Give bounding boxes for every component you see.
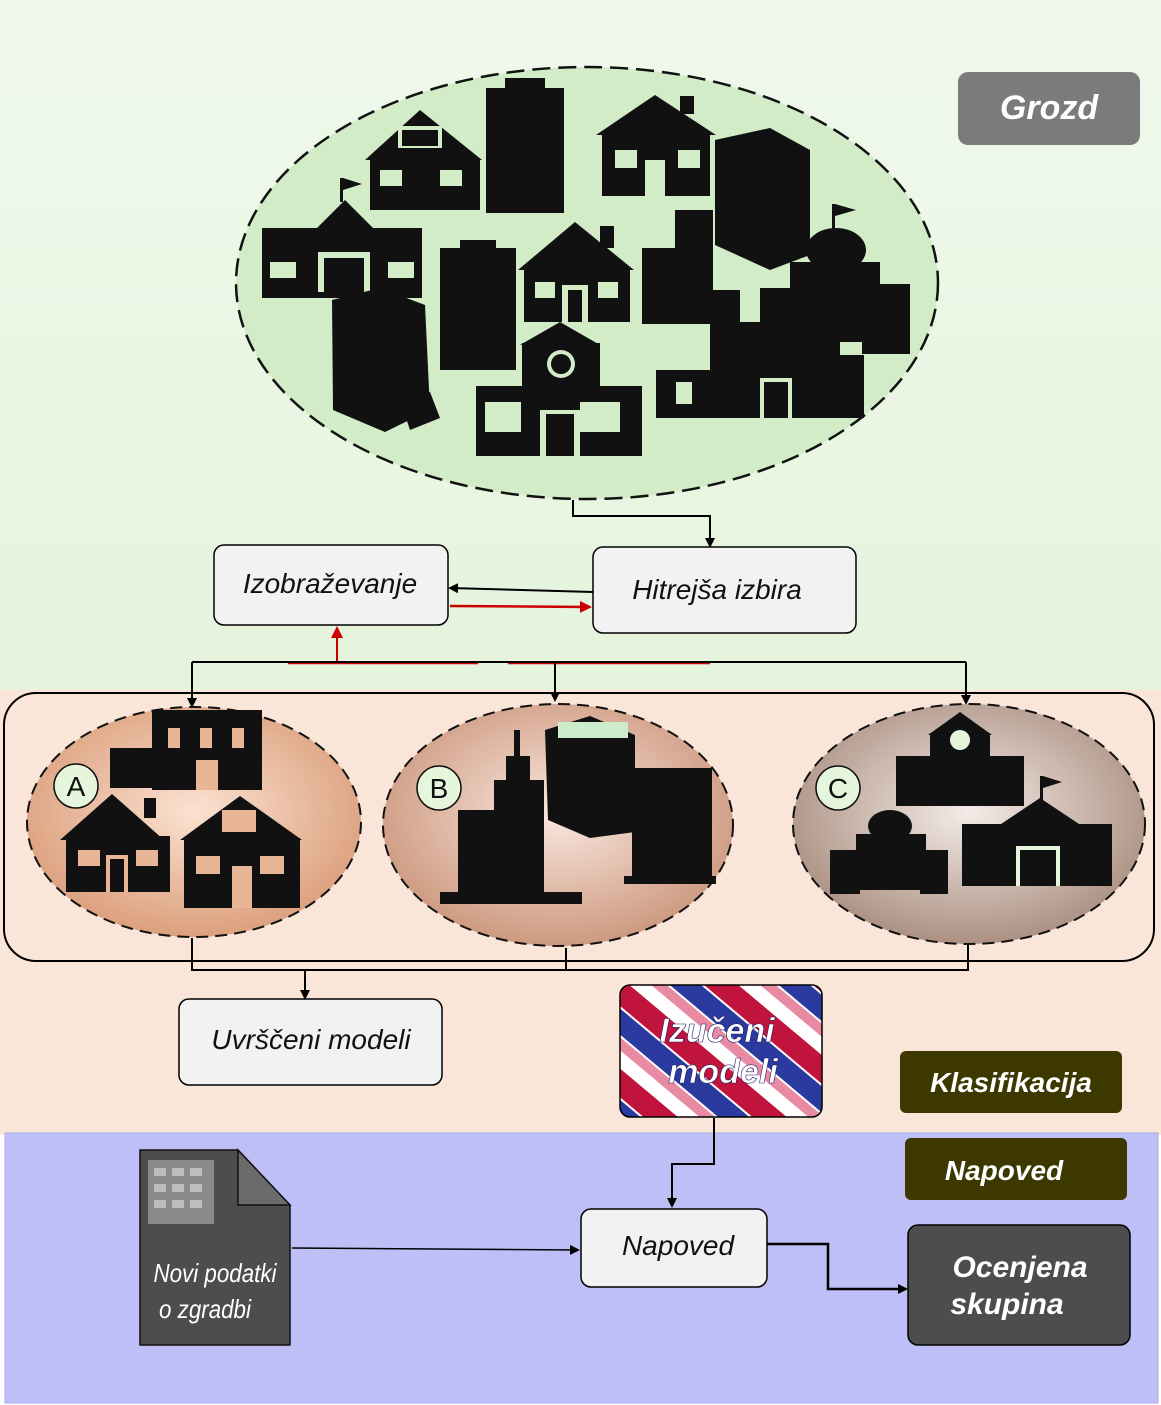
apartment-block-icon: [715, 128, 810, 270]
fast-selection-node: Hitrejša izbira: [592, 546, 857, 634]
prediction-section-label: Napoved: [945, 1155, 1064, 1186]
estimated-group-line1: Ocenjena: [952, 1251, 1087, 1284]
learned-to-prediction-arrow: [667, 1118, 715, 1208]
new-data-to-prediction-arrow: [291, 1244, 580, 1255]
cluster-b-label: B: [430, 773, 449, 804]
ranked-models-label: Uvrščeni modeli: [211, 1024, 411, 1055]
grozd-label: Grozd: [1000, 89, 1099, 127]
office-tower-icon: [486, 78, 564, 213]
cluster-buildings: [262, 78, 910, 456]
mansion-icon: [656, 322, 864, 418]
selection-to-training-arrow: [448, 583, 594, 594]
prediction-to-result-arrow: [767, 1242, 908, 1294]
training-to-selection-red-arrow: [449, 600, 592, 613]
new-data-line1: Novi podatki: [154, 1259, 278, 1288]
government-building-icon: [760, 204, 910, 354]
fast-selection-label: Hitrejša izbira: [632, 574, 802, 605]
learned-models-line1: Izučeni: [659, 1012, 776, 1050]
learned-models-node: Izučeni modeli: [619, 984, 823, 1118]
training-node: Izobraževanje: [213, 544, 449, 626]
estimated-group-line2: skupina: [950, 1288, 1063, 1321]
training-label: Izobraževanje: [243, 568, 417, 599]
collector-line: [191, 938, 969, 971]
house-icon: [365, 110, 482, 210]
cluster-c: C: [792, 703, 1146, 945]
apartment-block-icon: [332, 288, 440, 432]
classification-container: [3, 692, 1155, 962]
grozd-badge: [958, 72, 1140, 145]
ranked-models-node: Uvrščeni modeli: [178, 998, 443, 1086]
house-icon: [596, 95, 716, 196]
estimated-group-node: Ocenjena skupina: [907, 1224, 1131, 1346]
cluster-c-public-buildings-icon: [830, 712, 1112, 894]
building-icon: [148, 1160, 214, 1224]
prediction-node-label: Napoved: [622, 1230, 736, 1261]
cluster-c-label: C: [828, 773, 848, 804]
prediction-node: Napoved: [580, 1208, 768, 1288]
factory-icon: [642, 210, 740, 324]
cluster-b-towers-icon: [440, 716, 716, 904]
school-icon: [262, 178, 422, 298]
classification-badge: [900, 1051, 1122, 1113]
house-icon: [518, 222, 634, 322]
cluster-a-houses-icon: [60, 710, 302, 908]
new-data-line2: o zgradbi: [159, 1295, 251, 1324]
cluster-b: B: [382, 703, 734, 947]
cluster-to-selection-arrow: [572, 500, 715, 548]
cluster-a-label: A: [67, 771, 86, 802]
cluster-a: A: [26, 706, 362, 938]
learned-models-line2: modeli: [668, 1053, 779, 1091]
clock-school-icon: [476, 322, 642, 456]
new-data-document: Novi podatki o zgradbi: [139, 1148, 292, 1346]
classification-label: Klasifikacija: [930, 1067, 1092, 1098]
office-tower-icon: [440, 240, 516, 370]
prediction-badge: [905, 1138, 1127, 1200]
